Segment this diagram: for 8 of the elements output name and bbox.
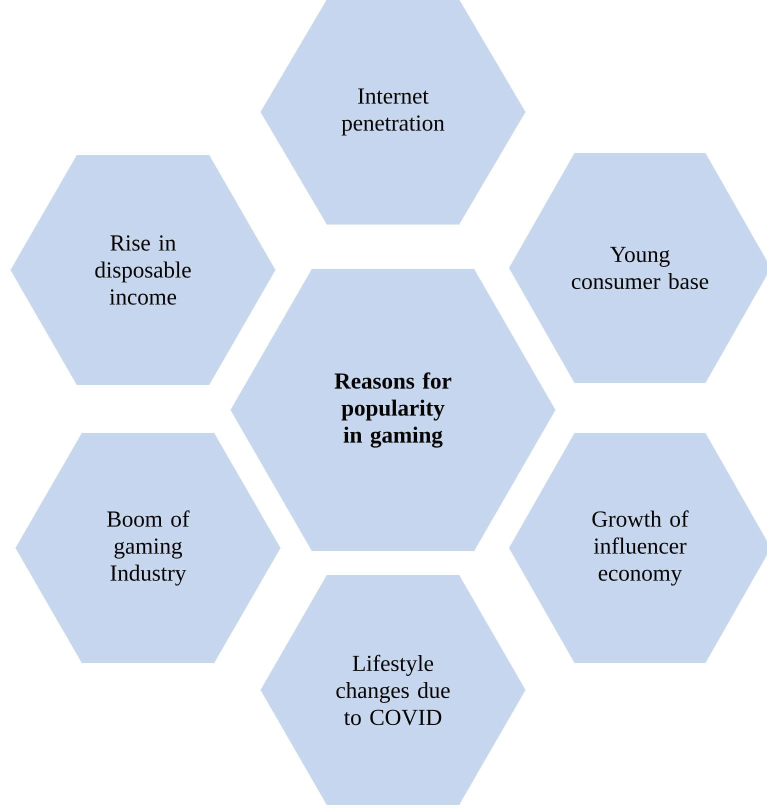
hexagon: Internet penetration <box>260 0 526 224</box>
hexagon: Growth of influencer economy <box>509 433 767 663</box>
hexagon: Lifestyle changes due to COVID <box>260 575 526 805</box>
hexagon: Boom of gaming Industry <box>16 433 280 663</box>
hexagon: Rise in disposable income <box>10 155 276 385</box>
hexagon: Young consumer base <box>509 153 767 383</box>
node-label: Reasons for popularity in gaming <box>334 372 452 448</box>
hexagon: Reasons for popularity in gaming <box>230 269 556 551</box>
